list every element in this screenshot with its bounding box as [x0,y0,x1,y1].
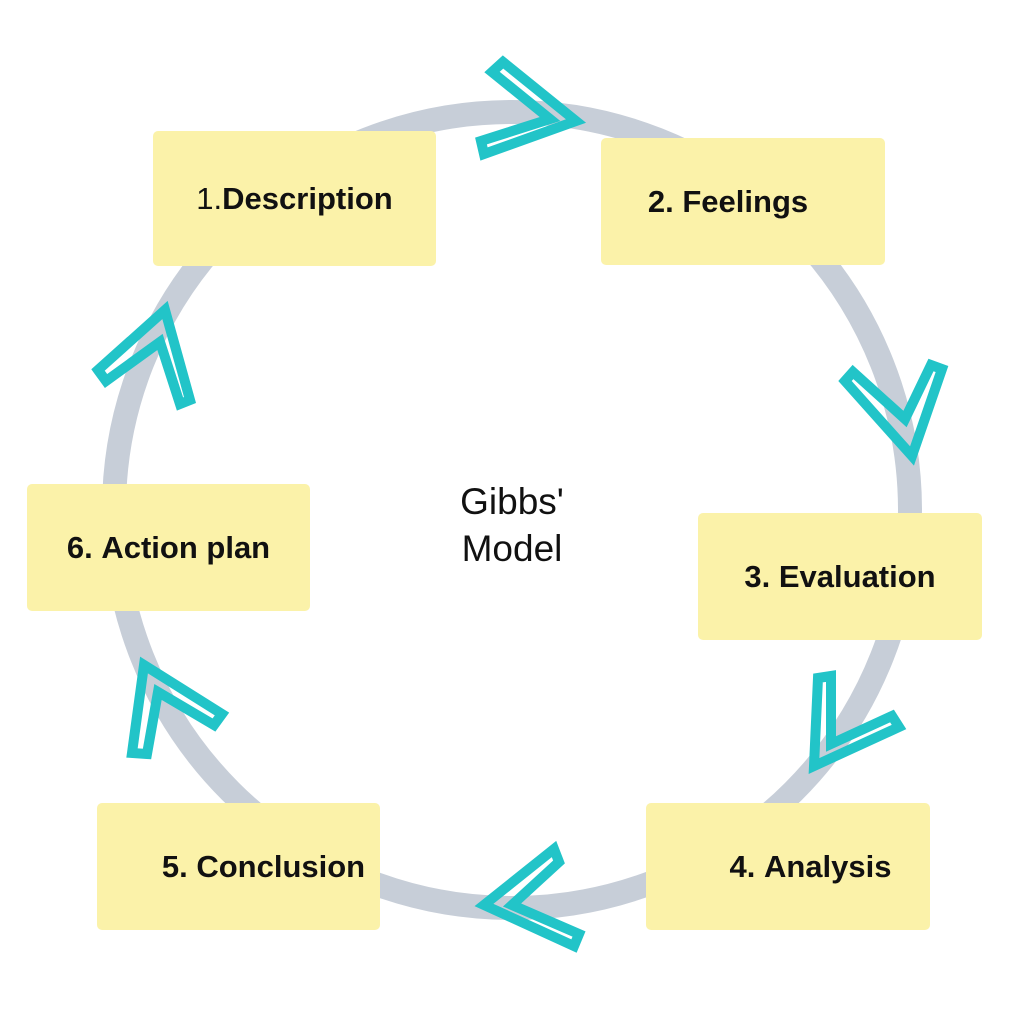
stage-number: 3. [744,558,771,594]
title-line-2: Model [461,528,563,569]
stage-label: Evaluation [778,558,936,594]
stage-description: 1.Description [153,131,436,266]
stage-action-plan: 6. Action plan [27,484,310,611]
stage-number: 1. [196,180,223,216]
stage-number: 4. [729,848,756,884]
stage-number: 2. [647,183,674,219]
stage-label: Action plan [101,529,271,565]
chevron-icon [838,358,949,466]
chevron-icon [126,656,230,760]
stage-analysis: 4. Analysis [646,803,930,930]
stage-label: Description [222,180,393,216]
title-line-1: Gibbs' [460,481,564,522]
diagram-title: Gibbs' Model [412,478,612,572]
stage-number: 5. [161,848,188,884]
stage-evaluation: 3. Evaluation [698,513,982,640]
chevron-icon [474,840,586,953]
stage-label: Feelings [682,183,809,219]
chevron-icon [475,55,587,161]
stage-feelings: 2. Feelings [601,138,885,265]
stage-label: Analysis [763,848,892,884]
stage-label: Conclusion [196,848,366,884]
chevron-icon [91,300,197,411]
stage-number: 6. [66,529,93,565]
chevron-icon [808,670,907,774]
stage-conclusion: 5. Conclusion [97,803,380,930]
